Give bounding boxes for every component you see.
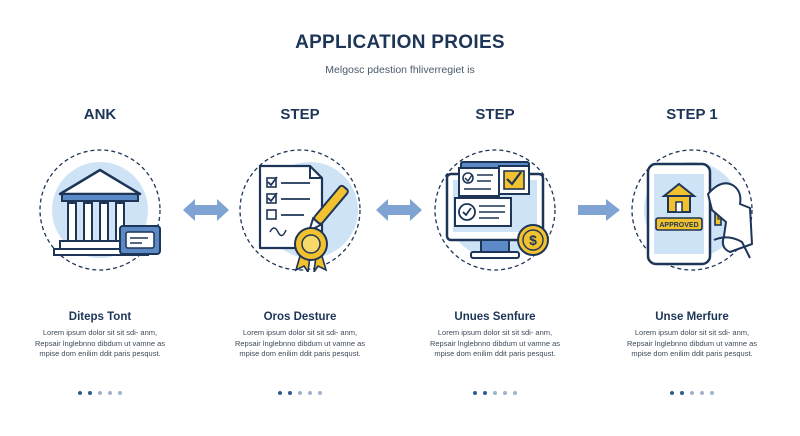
dot	[483, 391, 487, 395]
dot	[503, 391, 507, 395]
step-description: Lorem ipsum dolor sit sit sdi- anm, Reps…	[34, 328, 166, 358]
dot	[98, 391, 102, 395]
process-step-2: STEP Oros Desture Lorem ipsum dolor sit …	[200, 0, 400, 436]
page-title: APPLICATION PROIES	[295, 32, 505, 53]
dot	[118, 391, 122, 395]
step-description: Lorem ipsum dolor sit sit sdi- anm, Reps…	[429, 328, 561, 358]
page-subtitle: Melgosc pdestion fhliverregiet is	[325, 64, 475, 76]
svg-text:$: $	[529, 232, 537, 248]
dot	[513, 391, 517, 395]
step-description: Lorem ipsum dolor sit sit sdi- anm, Reps…	[234, 328, 366, 358]
dot	[278, 391, 282, 395]
pagination-dots	[0, 391, 200, 395]
dot	[88, 391, 92, 395]
step-label: STEP	[280, 106, 320, 123]
step-heading: Diteps Tont	[68, 311, 132, 323]
dot	[318, 391, 322, 395]
dot	[680, 391, 684, 395]
process-step-4: STEP 1 APPROVED Unse Merfure Lorem ipsum…	[592, 0, 792, 436]
phone-approved-icon: APPROVED	[631, 149, 753, 271]
bank-icon	[39, 149, 161, 271]
dot	[108, 391, 112, 395]
dot	[690, 391, 694, 395]
dot	[670, 391, 674, 395]
process-step-1: ANK Diteps Tont Lorem ipsum dolor sit si…	[0, 0, 200, 436]
dot	[288, 391, 292, 395]
step-heading: Unse Merfure	[655, 311, 729, 323]
monitor-review-icon: $	[434, 149, 556, 271]
double-arrow-icon	[376, 199, 422, 221]
dot	[308, 391, 312, 395]
process-step-3: STEP $ Unues Senfure Lorem ipsum dolor s…	[395, 0, 595, 436]
step-label: STEP	[475, 106, 515, 123]
right-arrow-icon	[578, 199, 620, 221]
double-arrow-icon	[183, 199, 229, 221]
dot	[298, 391, 302, 395]
dot	[493, 391, 497, 395]
step-heading: Unues Senfure	[454, 311, 536, 323]
step-label: STEP 1	[666, 106, 718, 123]
pagination-dots	[395, 391, 595, 395]
pagination-dots	[592, 391, 792, 395]
step-heading: Oros Desture	[263, 311, 337, 323]
step-label: ANK	[83, 106, 117, 123]
pagination-dots	[200, 391, 400, 395]
dot	[473, 391, 477, 395]
dot	[78, 391, 82, 395]
approved-badge: APPROVED	[659, 222, 698, 229]
dot	[710, 391, 714, 395]
document-checklist-icon	[239, 149, 361, 272]
step-description: Lorem ipsum dolor sit sit sdi- anm, Reps…	[626, 328, 758, 358]
dot	[700, 391, 704, 395]
